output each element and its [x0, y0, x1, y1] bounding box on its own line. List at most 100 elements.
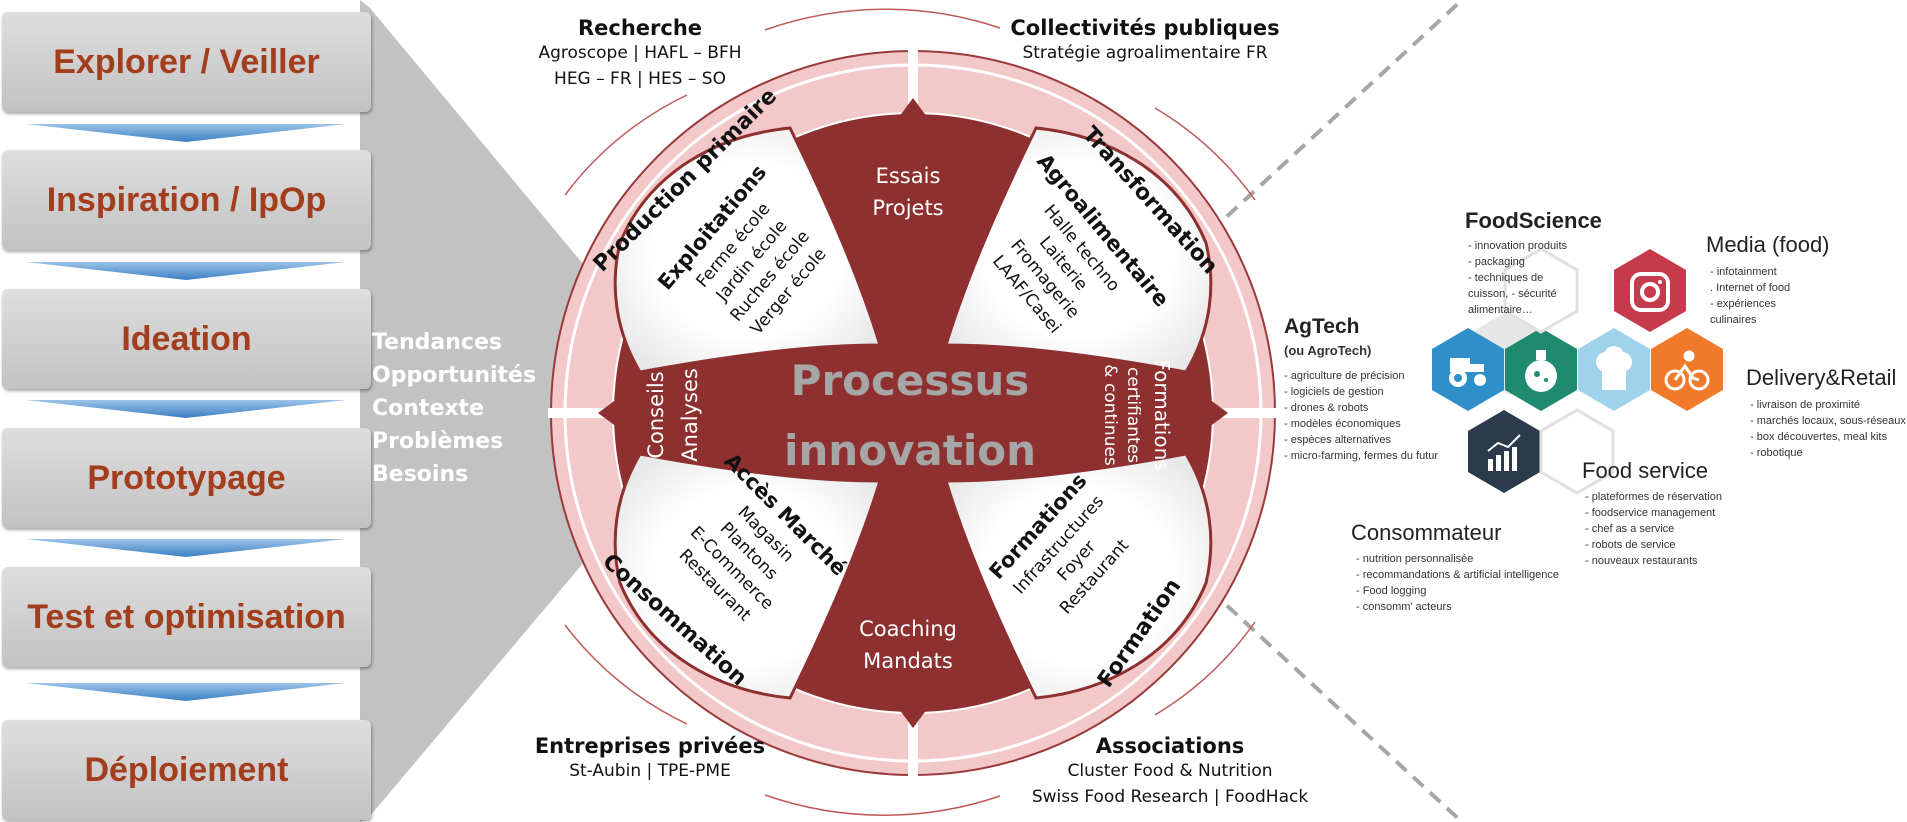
partner-title: Entreprises privées — [534, 734, 766, 758]
list-item: - drones & robots — [1284, 402, 1369, 414]
arc-associations — [1154, 621, 1256, 716]
arc-entreprises — [564, 624, 688, 725]
center-title-1: Processus — [791, 356, 1030, 405]
partner-title: Recherche — [577, 16, 703, 40]
list-item: - Food logging — [1356, 585, 1427, 597]
partner-recherche: Recherche Agroscope | HAFL – BFH HEG – F… — [520, 16, 760, 92]
list-item: - espèces alternatives — [1284, 434, 1391, 446]
media-title: Media (food) — [1706, 232, 1830, 257]
list-item: - micro-farming, fermes du futur — [1284, 450, 1439, 462]
cyclist-icon — [1664, 350, 1710, 391]
instagram-icon — [1630, 272, 1670, 312]
step-label: Explorer / Veiller — [53, 42, 320, 81]
theme-item: Tendances — [372, 330, 502, 355]
partner-associations: Associations Cluster Food & Nutrition Sw… — [1020, 734, 1320, 810]
list-item: - marchés locaux, sous-réseaux — [1750, 415, 1906, 427]
partner-title: Associations — [1095, 734, 1245, 758]
cross-left-1: Conseils — [644, 371, 668, 458]
hex-media — [1614, 249, 1686, 332]
partner-line: Cluster Food & Nutrition — [1067, 761, 1273, 781]
list-item: - packaging — [1468, 256, 1525, 268]
foodscience-list: - innovation produits - packaging - tech… — [1468, 238, 1567, 318]
list-item: - expériences — [1710, 298, 1777, 310]
step-label: Inspiration / IpOp — [46, 180, 327, 219]
list-item: - logiciels de gestion — [1284, 386, 1384, 398]
step-label: Prototypage — [87, 458, 286, 497]
cross-right-3: & continues — [1100, 364, 1120, 466]
themes-list: Tendances Opportunités Contexte Problème… — [372, 326, 536, 491]
list-item: - robots de service — [1585, 539, 1676, 551]
step-test: Test et optimisation — [2, 567, 371, 667]
list-item: - box découvertes, meal kits — [1750, 431, 1887, 443]
cross-bottom-2: Mandats — [863, 649, 953, 673]
agtech-title: AgTech — [1284, 315, 1360, 338]
cross-right-2: certifiantes — [1123, 367, 1143, 463]
theme-item: Besoins — [372, 462, 469, 487]
step-label: Test et optimisation — [27, 597, 346, 636]
list-item: - techniques de — [1468, 272, 1544, 284]
delivery-list: - livraison de proximité - marchés locau… — [1750, 397, 1906, 461]
arc-bottom — [764, 794, 1001, 816]
foodservice-list: - plateformes de réservation - foodservi… — [1585, 489, 1722, 569]
cross-bottom-1: Coaching — [859, 617, 957, 641]
partner-entreprises: Entreprises privées St-Aubin | TPE-PME — [530, 734, 770, 784]
partner-line: Swiss Food Research | FoodHack — [1031, 787, 1309, 807]
chevron-down-icon — [26, 539, 346, 557]
chef-hat-icon — [1596, 346, 1632, 390]
arc-recherche — [564, 94, 688, 196]
list-item: - modèles économiques — [1284, 418, 1401, 430]
delivery-title: Delivery&Retail — [1746, 365, 1897, 390]
petal-top-left — [613, 126, 883, 374]
agtech-list: - agriculture de précision - logiciels d… — [1284, 368, 1438, 464]
list-item: culinaires — [1710, 314, 1757, 326]
agtech-subtitle: (ou AgroTech) — [1284, 343, 1372, 358]
list-item: - chef as a service — [1585, 523, 1675, 535]
list-item: - foodservice management — [1585, 507, 1716, 519]
list-item: alimentaire… — [1468, 304, 1533, 316]
arc-collectivites — [1154, 107, 1256, 201]
petal-bottom-left — [613, 452, 883, 700]
step-label: Ideation — [121, 319, 252, 358]
step-deploiement: Déploiement — [2, 720, 371, 820]
cross-top-1: Essais — [876, 164, 941, 188]
list-item: - robotique — [1750, 447, 1803, 459]
chevron-down-icon — [26, 400, 346, 418]
partner-line: HEG – FR | HES – SO — [554, 69, 726, 89]
step-label: Déploiement — [84, 750, 289, 789]
arc-top — [764, 8, 1001, 31]
cross-top-2: Projets — [872, 196, 943, 220]
list-item: - nouveaux restaurants — [1585, 555, 1698, 567]
flask-icon — [1525, 350, 1557, 392]
cross-left-2: Analyses — [678, 368, 702, 462]
tractor-icon — [1449, 358, 1486, 387]
step-inspiration: Inspiration / IpOp — [2, 150, 371, 250]
media-list: - infotainment . Internet of food - expé… — [1710, 264, 1790, 328]
step-ideation: Ideation — [2, 289, 371, 389]
partner-line: Agroscope | HAFL – BFH — [538, 43, 742, 63]
cross-right-1: Formations — [1150, 359, 1174, 470]
foodscience-title: FoodScience — [1465, 208, 1602, 233]
consumer-title: Consommateur — [1351, 520, 1502, 545]
center-title-2: innovation — [784, 426, 1036, 475]
partner-title: Collectivités publiques — [1010, 16, 1280, 40]
partner-line: Stratégie agroalimentaire FR — [1022, 43, 1268, 63]
theme-item: Opportunités — [372, 363, 537, 388]
gray-funnel — [360, 0, 628, 822]
chevron-down-icon — [26, 683, 346, 701]
bar-chart-icon — [1487, 434, 1521, 471]
partner-line: St-Aubin | TPE-PME — [569, 761, 731, 781]
list-item: - recommandations & artificial intellige… — [1356, 569, 1559, 581]
theme-item: Contexte — [372, 396, 484, 421]
list-item: . Internet of food — [1710, 282, 1791, 294]
chevron-down-icon — [26, 124, 346, 142]
dashed-line-top — [1208, 0, 1464, 234]
list-item: - plateformes de réservation — [1585, 491, 1722, 503]
list-item: - innovation produits — [1468, 240, 1568, 252]
partner-collectivites: Collectivités publiques Stratégie agroal… — [1000, 16, 1290, 66]
list-item: - livraison de proximité — [1750, 399, 1861, 411]
step-explorer: Explorer / Veiller — [2, 12, 371, 112]
chevron-down-icon — [26, 262, 346, 280]
foodservice-title: Food service — [1582, 458, 1708, 483]
